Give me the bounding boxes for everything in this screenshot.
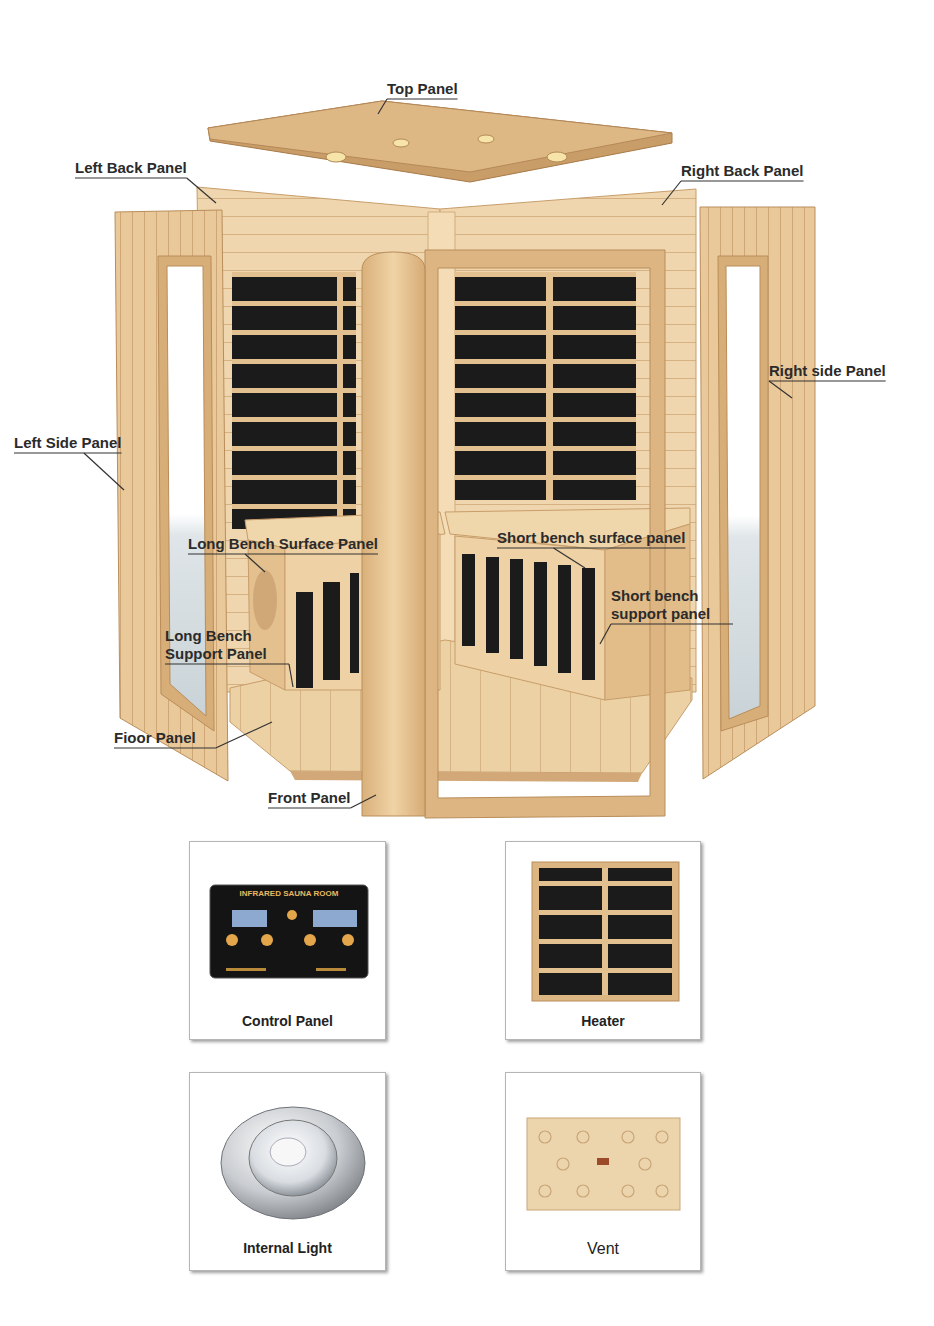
detail-box: Internal Light	[189, 1072, 386, 1271]
leader-line	[114, 747, 216, 748]
part-label: Right side Panel	[769, 362, 886, 380]
leader-line	[268, 807, 351, 808]
detail-caption: Internal Light	[190, 1240, 385, 1256]
detail-caption: Vent	[506, 1240, 700, 1258]
leader-line	[769, 381, 792, 398]
leader-line	[84, 453, 124, 490]
leader-line	[14, 452, 122, 453]
part-label: Left Back Panel	[75, 159, 187, 177]
part-label: Fioor Panel	[114, 729, 196, 747]
leader-line	[611, 623, 733, 624]
part-label: Long Bench Support Panel	[165, 627, 289, 663]
leader-line	[245, 554, 265, 572]
leader-line	[554, 548, 585, 568]
detail-box: Heater	[505, 841, 701, 1040]
detail-caption: Heater	[506, 1013, 700, 1029]
leader-line	[769, 380, 886, 381]
part-label: Left Side Panel	[14, 434, 122, 452]
leader-line	[188, 553, 378, 554]
part-label: Short bench surface panel	[497, 529, 685, 547]
leader-line	[681, 180, 804, 181]
part-label: Top Panel	[387, 80, 458, 98]
leader-line	[662, 181, 681, 205]
leader-line	[387, 98, 458, 99]
detail-caption: Control Panel	[190, 1013, 385, 1029]
leader-line	[378, 99, 387, 114]
detail-box: Vent	[505, 1072, 701, 1271]
leader-line	[216, 722, 272, 748]
leader-line	[600, 624, 611, 644]
leader-line	[497, 547, 685, 548]
part-label: Short bench support panel	[611, 587, 733, 623]
leader-line	[75, 177, 187, 178]
part-label: Right Back Panel	[681, 162, 804, 180]
leader-line	[289, 664, 293, 687]
part-label: Long Bench Surface Panel	[188, 535, 378, 553]
detail-box: Control Panel	[189, 841, 386, 1040]
leader-line	[351, 795, 376, 808]
leader-line	[165, 663, 289, 664]
part-label: Front Panel	[268, 789, 351, 807]
leader-line	[187, 178, 216, 203]
device-label: INFRARED SAUNA ROOM	[222, 889, 356, 899]
